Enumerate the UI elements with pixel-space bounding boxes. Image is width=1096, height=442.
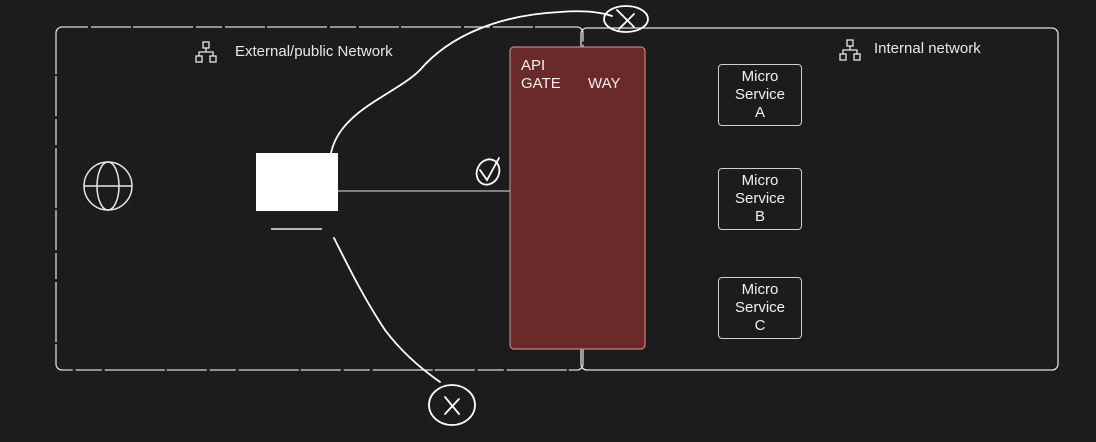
- check-mark-icon: [475, 157, 501, 186]
- microservice-b-line2: Service: [734, 190, 786, 207]
- api-gateway-label-line1: API: [521, 57, 546, 74]
- microservice-a-line2: Service: [734, 86, 786, 103]
- globe-icon: [83, 161, 133, 211]
- microservice-b-line3: B: [754, 208, 765, 225]
- microservice-c-line3: C: [754, 317, 766, 334]
- blocked-path-bottom: [333, 237, 441, 383]
- external-network-label: External/public Network: [235, 43, 393, 60]
- microservice-c-box: Micro Service C: [718, 277, 802, 339]
- network-icon: [195, 41, 217, 63]
- network-icon: [839, 39, 861, 61]
- microservice-b-box: Micro Service B: [718, 168, 802, 230]
- x-mark-icon: [428, 384, 476, 426]
- microservice-a-line1: Micro: [741, 68, 779, 85]
- api-gateway-box: [509, 46, 646, 350]
- internal-network-box: [580, 27, 1059, 371]
- microservice-b-line1: Micro: [741, 172, 779, 189]
- internal-network-label: Internal network: [874, 40, 981, 57]
- microservice-c-line2: Service: [734, 299, 786, 316]
- api-gateway-label-line2: GATE: [521, 75, 561, 92]
- microservice-a-box: Micro Service A: [718, 64, 802, 126]
- x-mark-icon: [603, 5, 649, 33]
- microservice-a-line3: A: [754, 104, 765, 121]
- blocked-path-top: [330, 10, 613, 154]
- microservice-c-line1: Micro: [741, 281, 779, 298]
- api-gateway-label-line3: WAY: [588, 75, 621, 92]
- monitor-icon: [256, 153, 338, 230]
